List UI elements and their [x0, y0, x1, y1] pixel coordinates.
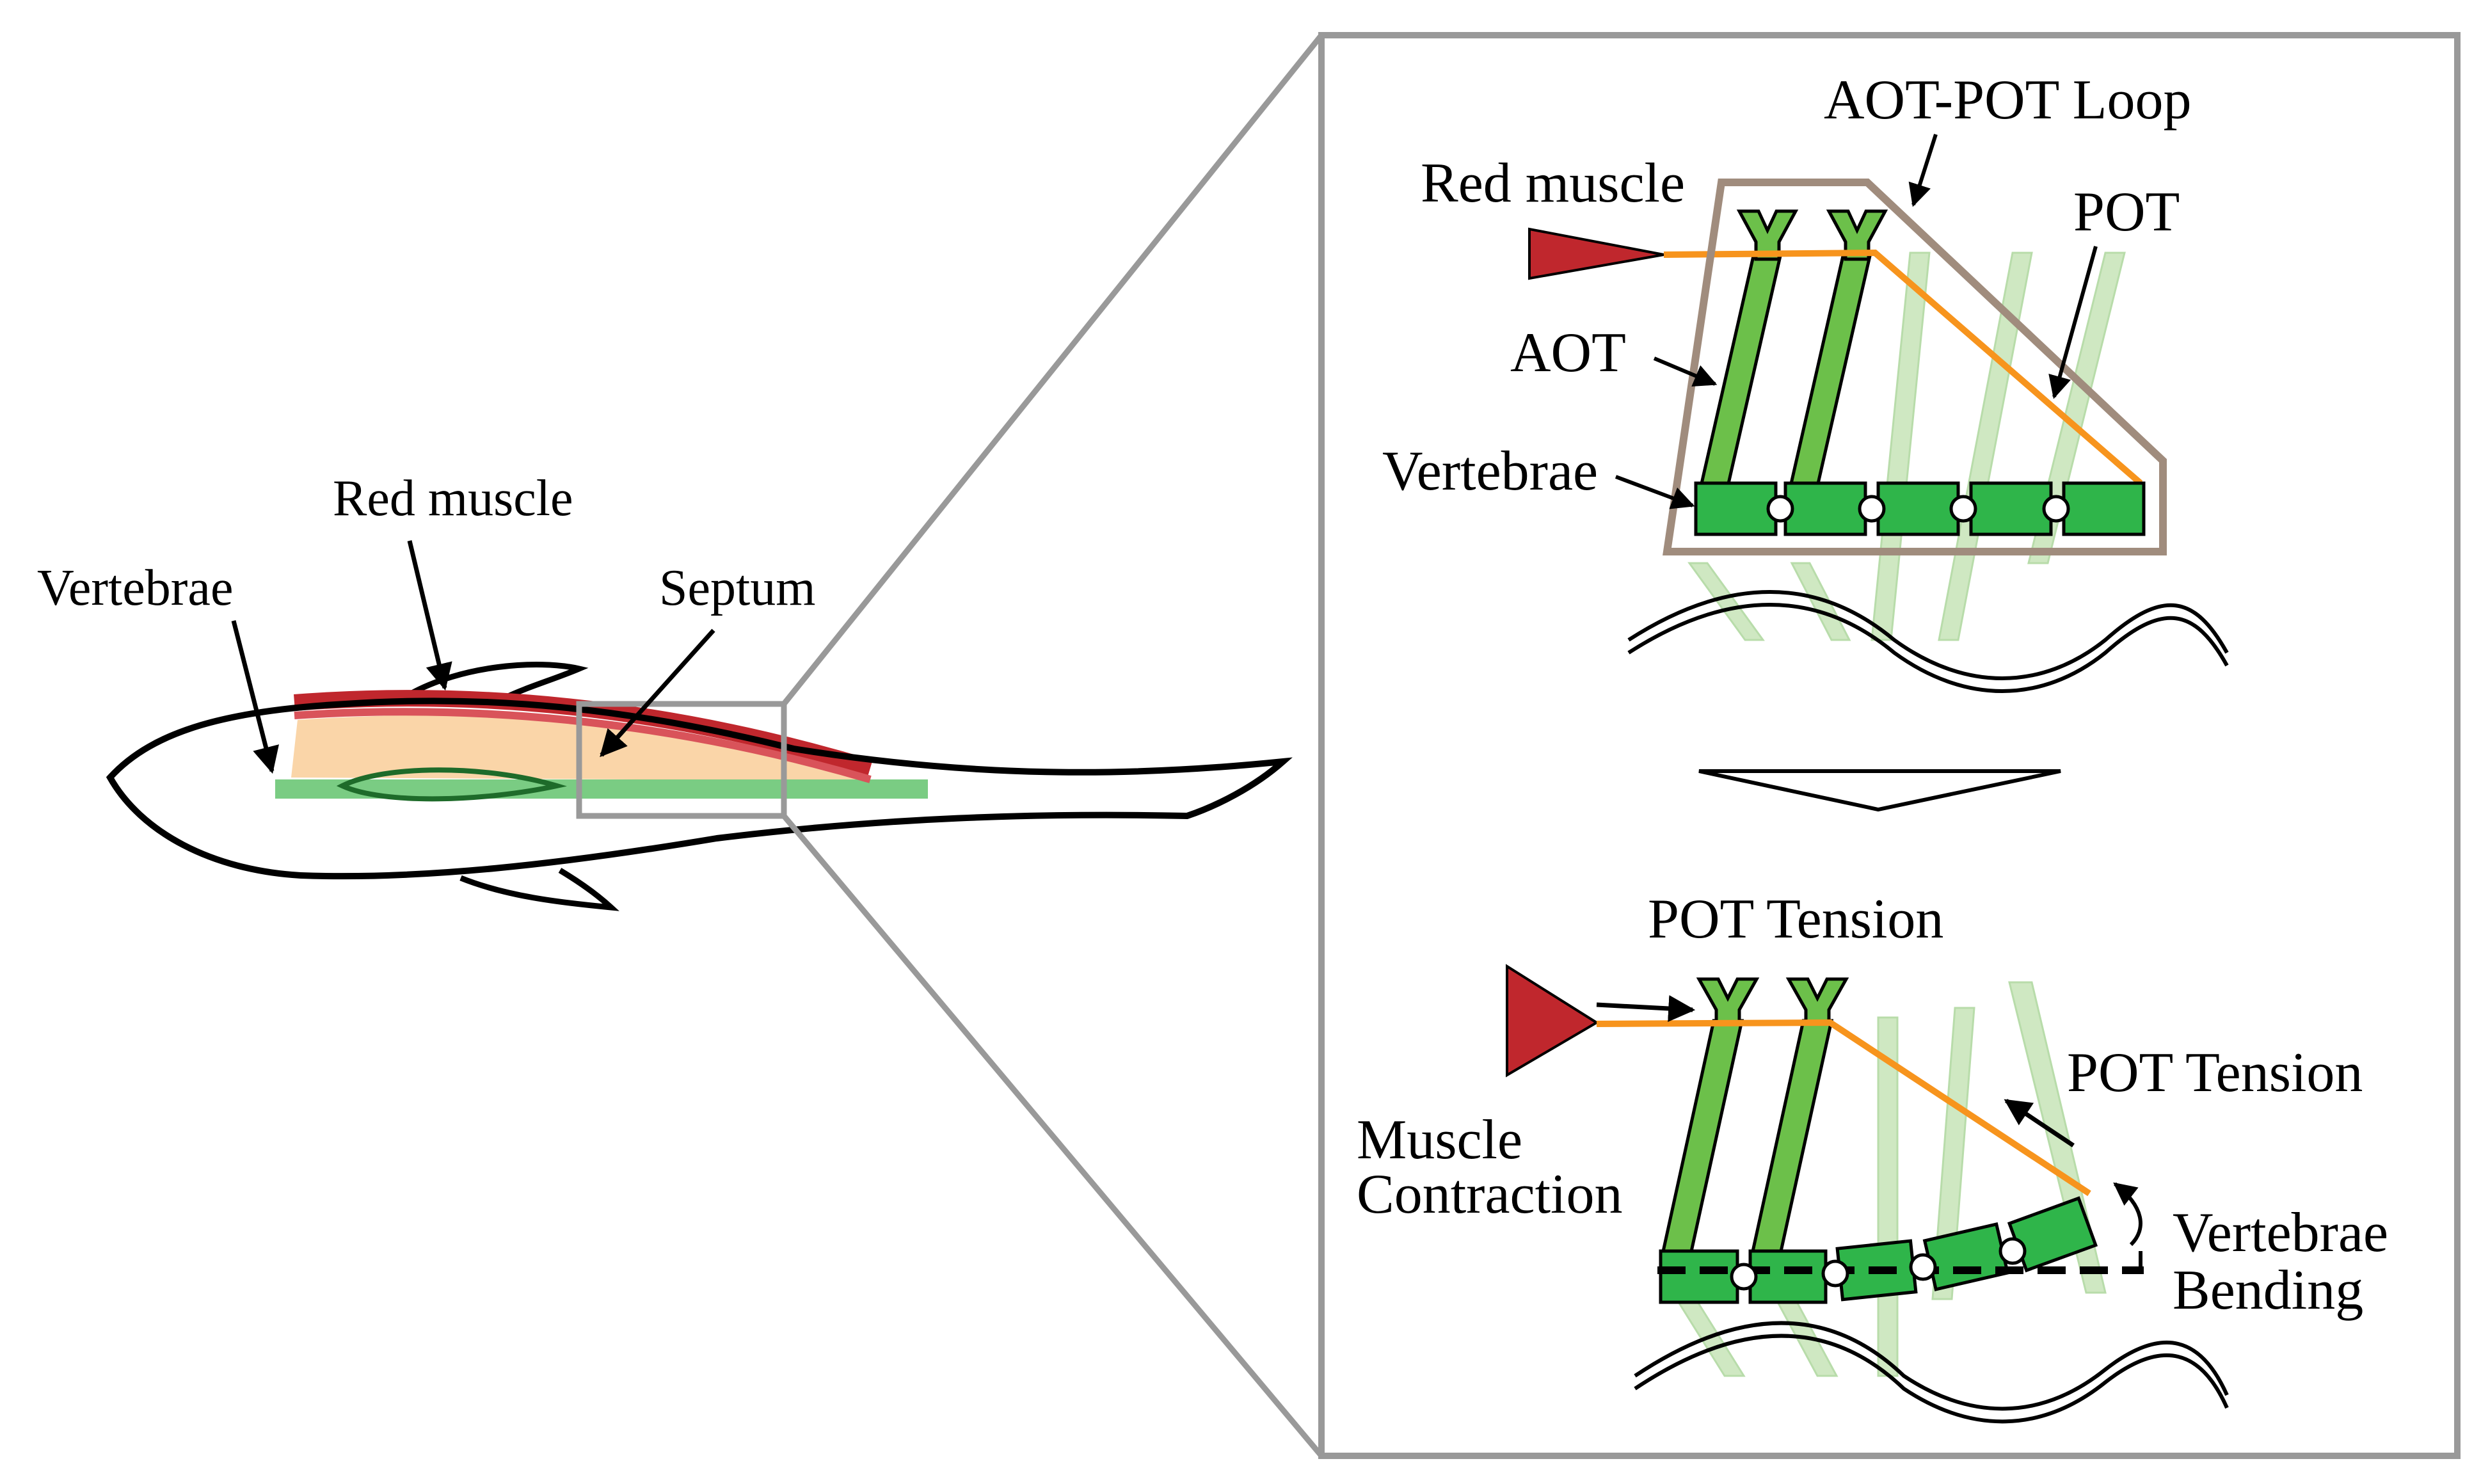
aot-bars-bottom	[1660, 1019, 1834, 1256]
label-aot-pot-loop: AOT-POT Loop	[1824, 69, 2192, 131]
vertebrae-joints-top	[1766, 495, 2070, 523]
spine-curve-top	[1627, 590, 2229, 680]
label-pot: POT	[2073, 181, 2180, 243]
top-diagram	[1528, 179, 2229, 693]
arrow-vertebrae-top	[1615, 475, 1695, 509]
spine-curve-bottom	[1634, 1321, 2229, 1411]
arrow-bending	[2113, 1182, 2142, 1247]
pelvic-fin	[459, 868, 619, 911]
fish-group	[106, 662, 1293, 911]
red-muscle-triangle-top	[1528, 227, 1664, 280]
label-red-muscle-left: Red muscle	[333, 470, 573, 527]
label-contraction: Contraction	[1357, 1163, 1622, 1225]
dorsal-fin	[408, 662, 589, 701]
label-vertebrae-bending-2: Bending	[2173, 1259, 2363, 1321]
swim-bladder	[336, 767, 567, 802]
label-septum: Septum	[659, 560, 815, 616]
pot-tendon-bottom	[1596, 1019, 2091, 1197]
arrow-vertebrae	[231, 620, 279, 774]
arrow-contraction	[1596, 995, 1696, 1022]
label-vertebrae-top: Vertebrae	[1382, 440, 1598, 502]
label-red-muscle-top: Red muscle	[1421, 152, 1685, 214]
fish-body-outline	[106, 698, 1293, 880]
label-vertebrae-left: Vertebrae	[37, 560, 233, 616]
zoom-line-bottom	[781, 814, 1324, 1458]
aot-y-joints-top	[1736, 209, 1888, 261]
aot-bars-top	[1698, 254, 1872, 488]
label-muscle: Muscle	[1357, 1109, 1522, 1171]
vertebrae-joints-bottom	[1730, 1237, 2027, 1291]
arrow-septum	[600, 628, 715, 758]
arrow-pot-tension	[2004, 1099, 2075, 1147]
red-muscle-triangle-bottom	[1506, 964, 1599, 1078]
arrow-loop	[1908, 134, 1938, 207]
arrow-red-muscle	[407, 540, 452, 691]
bottom-diagram	[1506, 964, 2229, 1424]
pot-tendon-top	[1663, 249, 2143, 486]
ghost-septa-bottom	[1675, 981, 2107, 1377]
label-vertebrae-bending-1: Vertebrae	[2173, 1202, 2388, 1264]
zoom-line-top	[781, 33, 1324, 706]
aot-y-joints-bottom	[1696, 977, 1849, 1026]
label-pot-tension-top: POT Tension	[1648, 888, 1943, 950]
ghost-septa-top	[1687, 251, 2126, 641]
arrow-aot	[1653, 356, 1718, 387]
label-pot-tension-right: POT Tension	[2067, 1042, 2363, 1104]
zoom-box	[576, 701, 787, 819]
transition-arrow	[1698, 769, 2061, 812]
arrow-pot	[2048, 246, 2098, 399]
label-aot: AOT	[1510, 322, 1626, 384]
vertebrae-blocks-top	[1694, 481, 2146, 536]
detail-panel-frame	[1318, 32, 2461, 1459]
